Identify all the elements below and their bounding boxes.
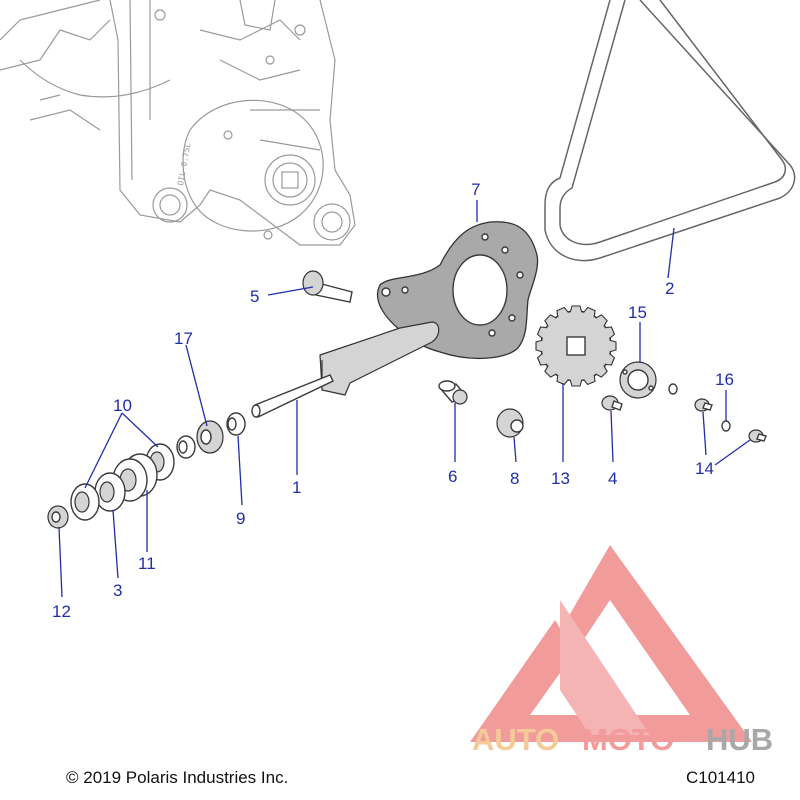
screw-4	[601, 395, 623, 411]
callout-2: 2	[665, 279, 674, 298]
callout-13: 13	[551, 469, 570, 488]
callout-7: 7	[471, 180, 480, 199]
tensioner-arm	[319, 321, 440, 396]
shaft	[251, 374, 334, 419]
bushing-8	[496, 408, 524, 438]
spacer-9	[226, 412, 246, 436]
washer-17	[196, 420, 224, 454]
callout-3: 3	[113, 581, 122, 600]
nut-12	[47, 505, 69, 529]
bearing-3	[94, 472, 126, 512]
watermark-hub: HUB	[706, 722, 773, 757]
callout-labels: 1 2 3 4 5 6 7 8 9 10 11 12 13 14 15 16 1…	[52, 180, 734, 621]
callout-11: 11	[138, 554, 156, 573]
watermark-moto: MOTO	[582, 722, 674, 757]
diagram-code: C101410	[686, 768, 755, 787]
screw-14-lower	[748, 429, 767, 443]
screw-14-upper	[694, 398, 713, 412]
small-spacer	[176, 435, 196, 459]
callout-6: 6	[448, 467, 457, 486]
callout-8: 8	[510, 469, 519, 488]
washer-10-left	[70, 483, 100, 521]
bolt-5	[302, 270, 353, 303]
callout-9: 9	[236, 509, 245, 528]
copyright-notice: © 2019 Polaris Industries Inc.	[66, 768, 288, 787]
spacer-6	[438, 380, 468, 405]
callout-5: 5	[250, 287, 259, 306]
watermark-triangle-mark	[470, 545, 752, 742]
callout-14: 14	[695, 459, 714, 478]
drive-belt	[544, 0, 796, 262]
washer-16	[721, 420, 731, 432]
watermark-auto: AUTO	[472, 722, 559, 757]
sprocket-13	[535, 305, 617, 387]
callout-15: 15	[628, 303, 647, 322]
callout-10: 10	[113, 396, 132, 415]
callout-16: 16	[715, 370, 734, 389]
engine-oil-stamp: OIL 0.75L	[176, 142, 192, 186]
watermark-logo: AUTO MOTO HUB	[470, 545, 773, 757]
callout-1: 1	[292, 478, 301, 497]
callout-17: 17	[174, 329, 193, 348]
small-washer	[668, 383, 678, 395]
leader-lines	[58, 200, 751, 598]
retainer-15	[619, 361, 657, 399]
callout-4: 4	[608, 469, 617, 488]
engine-case-illustration: OIL 0.75L	[0, 0, 356, 246]
callout-12: 12	[52, 602, 71, 621]
